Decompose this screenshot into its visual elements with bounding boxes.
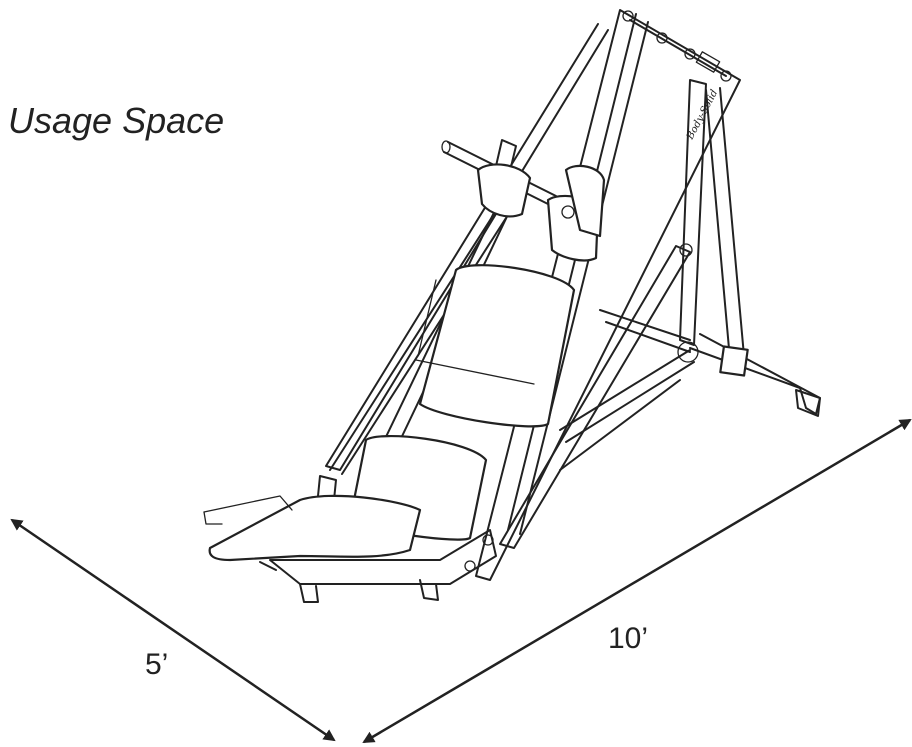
machine-drawing-icon: Body-Solid: [204, 10, 820, 602]
